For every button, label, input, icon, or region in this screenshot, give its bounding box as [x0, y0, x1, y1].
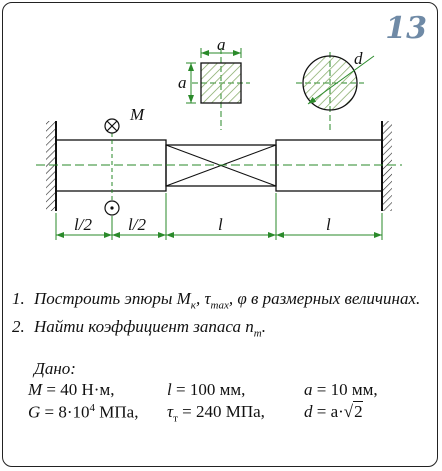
dim-label-2: l/2 — [128, 215, 146, 234]
moment-symbol: M — [104, 105, 145, 216]
card-number: 13 — [385, 11, 427, 46]
square-width-label: a — [217, 35, 226, 54]
shaft-diagram: M a a d l/2 l/2 l l — [36, 35, 402, 240]
dim-label-4: l — [326, 215, 331, 234]
right-wall — [381, 121, 392, 211]
square-height-label: a — [178, 73, 187, 92]
diameter-label: d — [354, 49, 363, 68]
task-item-2: 2. Найти коэффициент запаса nт. — [12, 317, 266, 340]
dim-label-3: l — [218, 215, 223, 234]
left-shaft-segment — [55, 139, 167, 192]
dim-label-1: l/2 — [74, 215, 92, 234]
given-data: Дано: M = 40 Н·м, l = 100 мм, a = 10 мм,… — [12, 358, 432, 424]
task-list: 1. Построить эпюры Mк, τmax, φ в размерн… — [12, 288, 432, 345]
given-row-2: G = 8·104 МПа, τт = 240 МПа, d = a·√2 — [28, 401, 363, 425]
given-title: Дано: — [34, 359, 76, 378]
given-row-1: M = 40 Н·м, l = 100 мм, a = 10 мм, — [28, 380, 378, 399]
dimension-lines: l/2 l/2 l l — [55, 193, 383, 240]
round-section: d — [296, 49, 375, 130]
sqrt-sign: √ — [343, 402, 354, 421]
left-wall — [46, 121, 57, 211]
task-item-1: 1. Построить эпюры Mк, τmax, φ в размерн… — [12, 289, 421, 312]
square-section: a a — [178, 35, 250, 130]
moment-label: M — [129, 105, 145, 124]
